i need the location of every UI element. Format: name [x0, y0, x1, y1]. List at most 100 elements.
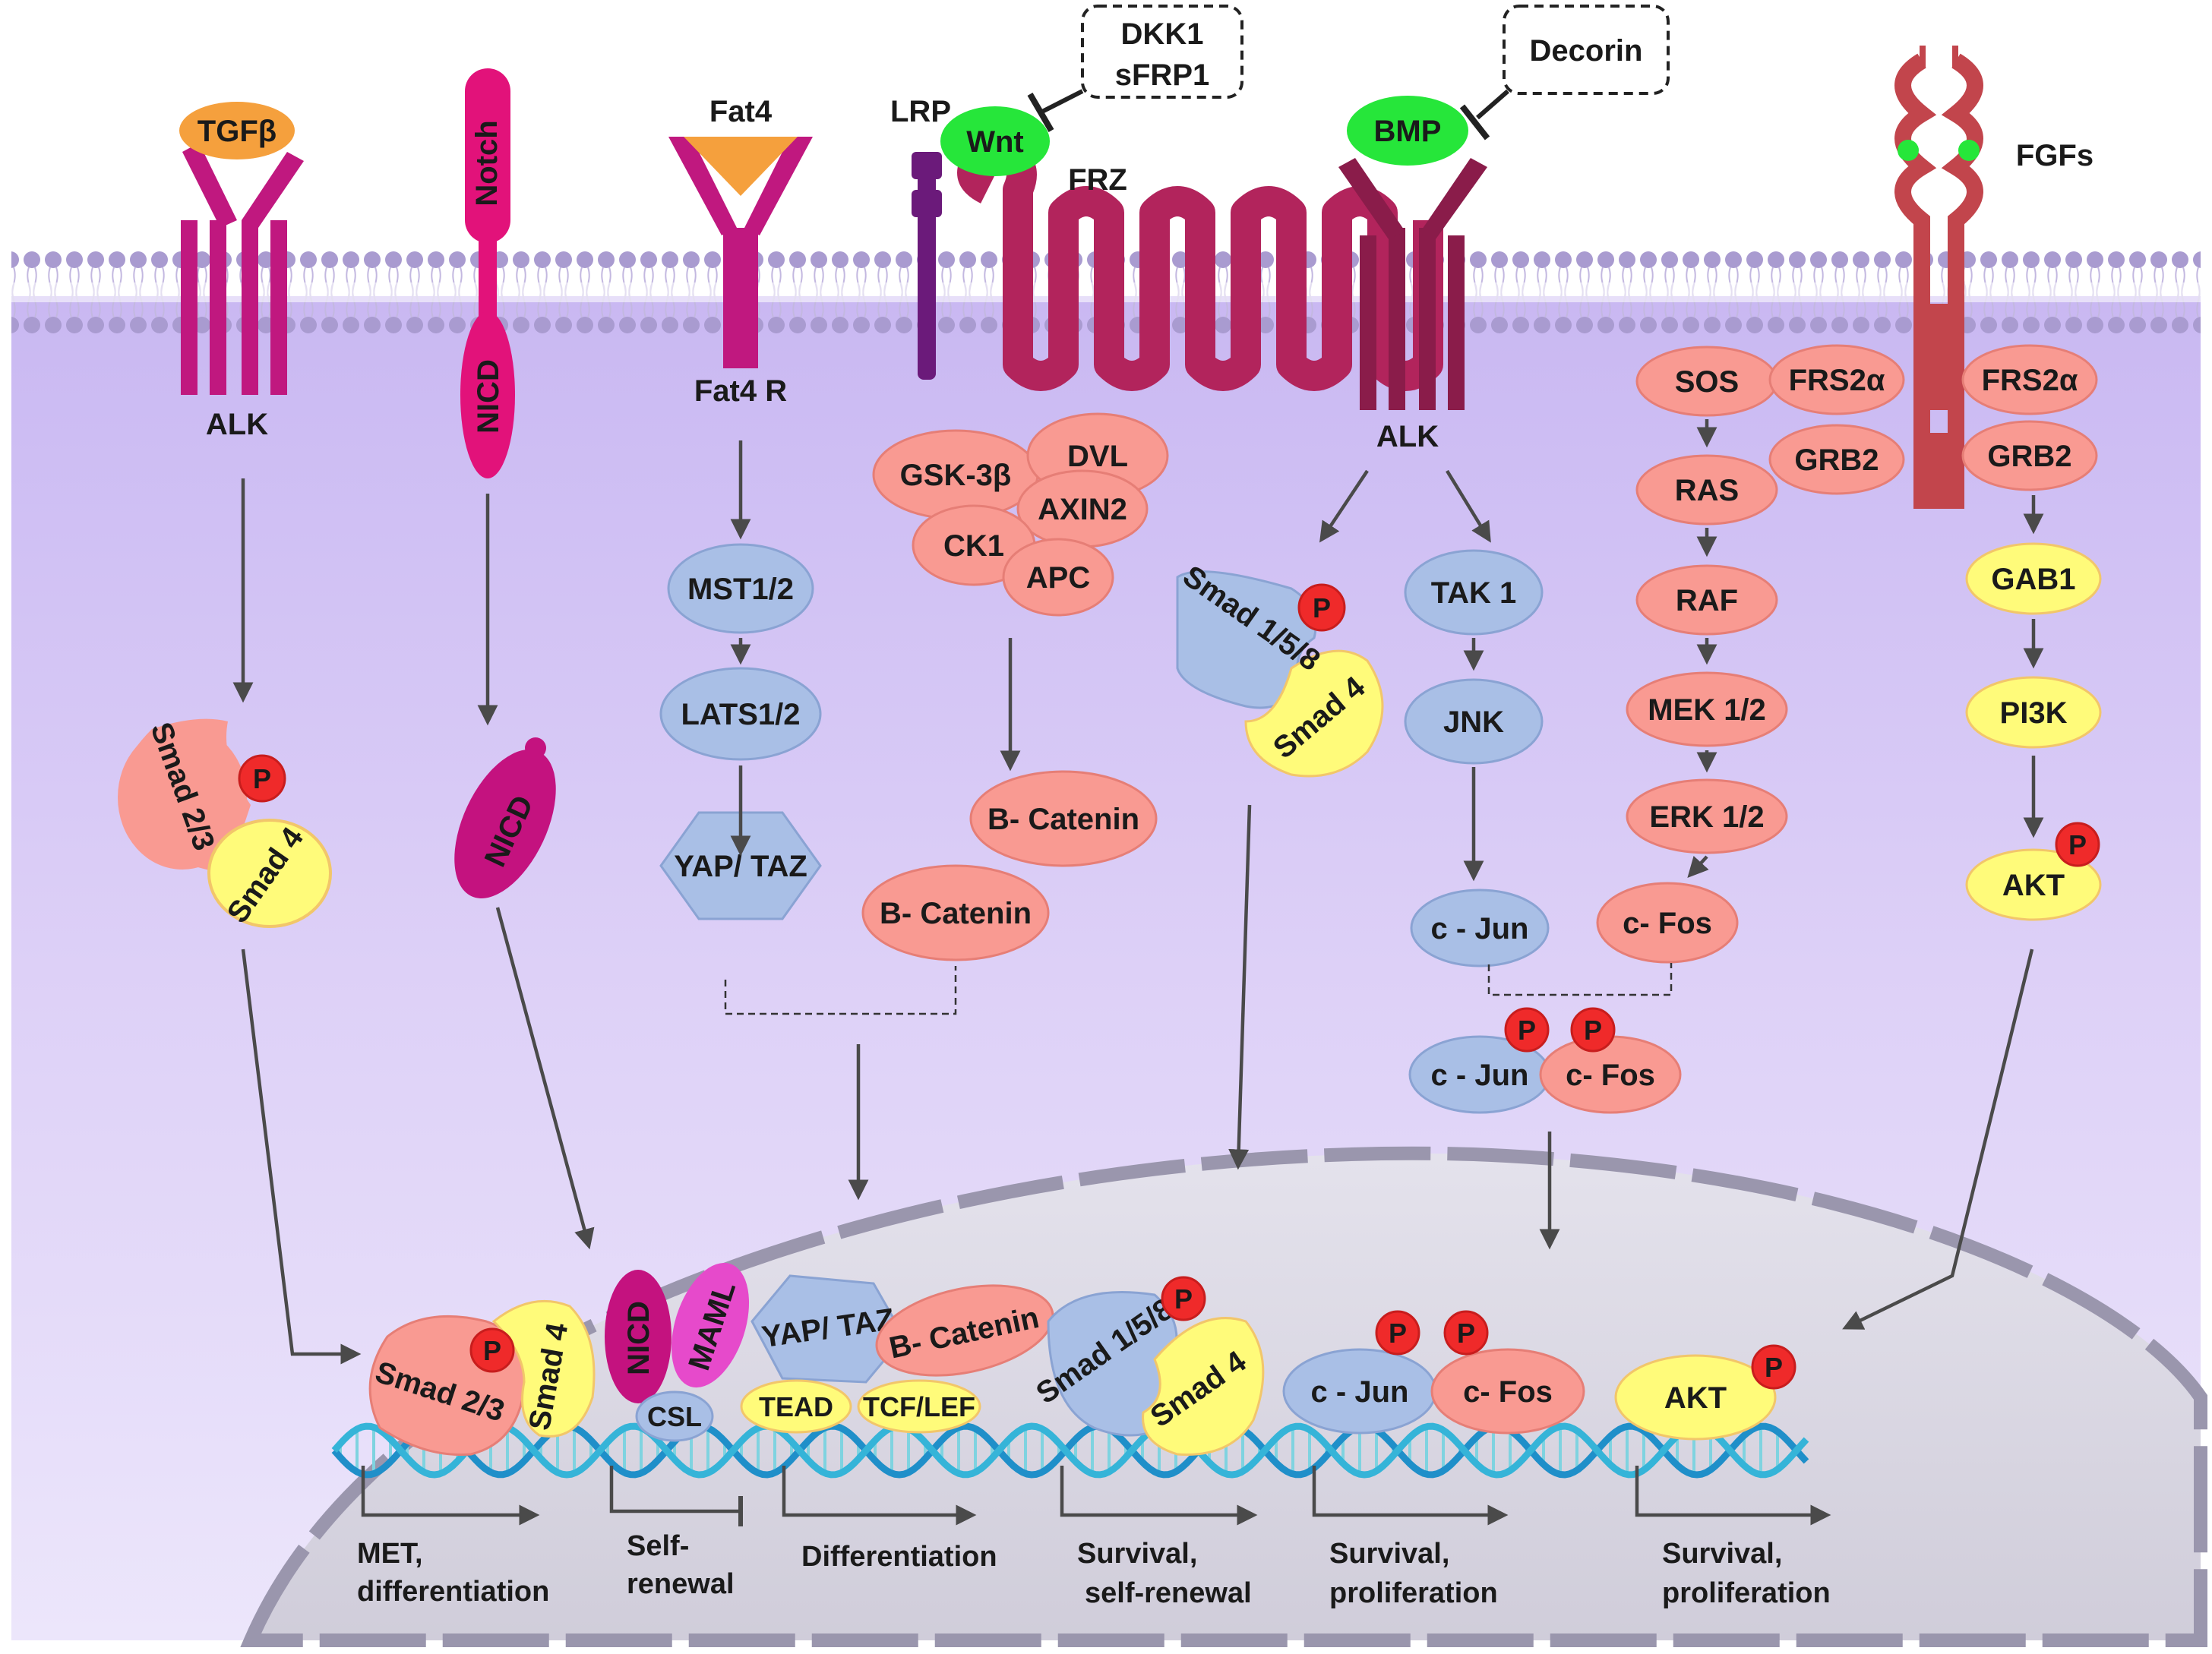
- ras-label: RAS: [1675, 474, 1739, 507]
- notch-label: Notch: [470, 120, 504, 206]
- dna-helix: [331, 1422, 1809, 1479]
- outcome-survival-1: Survival,: [1077, 1538, 1197, 1570]
- tgfb-ligand: [179, 102, 295, 159]
- notch-receptor: Notch NICD: [460, 68, 515, 478]
- destruction-complex: GSK-3β DVL AXIN2 CK1 APC B- Catenin B- C…: [861, 412, 1169, 961]
- nuclear-nicd-label: NICD: [622, 1301, 656, 1375]
- nuclear-notch-complex: NICD MAML CSL: [605, 1262, 750, 1442]
- nuclear-tcflef-label: TCF/LEF: [863, 1391, 975, 1422]
- outcome-proliferation-1: proliferation: [1329, 1577, 1498, 1609]
- nuclear-phospho-cfos: P: [1457, 1318, 1475, 1349]
- mapk-pathway: SOS RAS RAF MEK 1/2 ERK 1/2 c- Fos: [1596, 346, 1788, 964]
- mst-label: MST1/2: [687, 573, 794, 606]
- nuclear-yap-bcatenin: YAP/ TAZ B- Catenin TEAD TCF/LEF: [740, 1274, 1054, 1434]
- apc-label: APC: [1026, 561, 1090, 595]
- cfos2-label: c- Fos: [1566, 1059, 1655, 1092]
- bmp-label: BMP: [1374, 115, 1442, 148]
- pi3k-akt-pathway: GAB1 PI3K AKT P: [1965, 542, 2102, 921]
- grb2-right-label: GRB2: [1987, 440, 2071, 473]
- nuclear-csl-label: CSL: [647, 1401, 702, 1432]
- decorin-label: Decorin: [1530, 34, 1643, 68]
- nuclear-cjun-cfos: c - Jun c- Fos P P: [1282, 1310, 1585, 1435]
- smad158-smad4-complex: Smad 1/5/8 Smad 4 P: [1176, 559, 1384, 778]
- hippo-pathway: MST1/2 LATS1/2 YAP/ TAZ: [659, 543, 822, 920]
- tak1-label: TAK 1: [1431, 576, 1517, 610]
- akt-label: AKT: [2002, 869, 2065, 902]
- pathway-arrows: [232, 419, 2044, 1365]
- nicd-membrane-label: NICD: [472, 359, 505, 434]
- gsk-label: GSK-3β: [900, 459, 1012, 492]
- bmp-ligand: [1347, 96, 1468, 166]
- nuclear-smad158-smad4: Smad 1/5/8 Smad 4 P: [1030, 1276, 1265, 1456]
- nuclear-tead-label: TEAD: [759, 1391, 833, 1422]
- outcome-self-renewal: self-renewal: [1085, 1577, 1252, 1609]
- alk-label-right: ALK: [1376, 420, 1439, 453]
- nuclear-phospho-akt: P: [1765, 1352, 1783, 1383]
- erk-label: ERK 1/2: [1649, 800, 1764, 834]
- cjun-label: c - Jun: [1431, 912, 1529, 945]
- transcription-outcomes: MET, differentiation Self- renewal Diffe…: [357, 1466, 1831, 1609]
- frs2a-left-label: FRS2α: [1789, 364, 1885, 397]
- outcome-survival-3: Survival,: [1662, 1538, 1782, 1570]
- nuclear-phospho-smad158: P: [1174, 1283, 1193, 1315]
- outcome-differentiation-2: Differentiation: [801, 1541, 997, 1573]
- fat4r-label: Fat4 R: [694, 374, 787, 408]
- frs2a-right-label: FRS2α: [1982, 364, 2078, 397]
- outcome-survival-2: Survival,: [1329, 1538, 1449, 1570]
- tgfb-receptor: TGFβ ALK: [179, 102, 304, 441]
- fat4-ligand: [684, 137, 798, 196]
- nuclear-cjun-label: c - Jun: [1311, 1375, 1409, 1409]
- dkk1-label: DKK1: [1121, 17, 1204, 51]
- lats-label: LATS1/2: [681, 698, 800, 731]
- ck1-label: CK1: [943, 529, 1004, 563]
- outcome-self: Self-: [627, 1530, 689, 1562]
- wnt-label: Wnt: [966, 125, 1024, 159]
- pi3k-label: PI3K: [2000, 696, 2068, 730]
- lrp-label: LRP: [890, 95, 951, 128]
- nuclear-phospho-cjun: P: [1389, 1318, 1407, 1349]
- decorin-box: [1503, 5, 1670, 95]
- sfrp1-label: sFRP1: [1115, 58, 1210, 92]
- frs2-grb2: FRS2α GRB2 FRS2α GRB2: [1768, 344, 2098, 495]
- bcatenin1-label: B- Catenin: [988, 803, 1139, 836]
- dkk1-sfrp1-box: [1081, 5, 1243, 99]
- phospho-label: P: [253, 763, 271, 794]
- dna-strand: [331, 1422, 1809, 1479]
- gab1-label: GAB1: [1991, 563, 2075, 596]
- nuclear-cfos-label: c- Fos: [1463, 1375, 1553, 1409]
- bcatenin2-label: B- Catenin: [880, 897, 1032, 930]
- jnk-pathway: TAK 1 JNK c - Jun: [1404, 549, 1550, 967]
- phospho-label-smad158: P: [1313, 592, 1331, 623]
- nicd-cytoplasmic: NICD: [454, 737, 556, 898]
- outcome-proliferation-2: proliferation: [1662, 1577, 1831, 1609]
- phospho-label-cjun: P: [1518, 1015, 1536, 1046]
- phospho-label-akt: P: [2068, 829, 2087, 860]
- outcome-differentiation-1: differentiation: [357, 1576, 549, 1608]
- tgfb-label: TGFβ: [198, 115, 276, 148]
- fat4-label: Fat4: [709, 95, 773, 128]
- nuclear-phospho-smad: P: [483, 1335, 501, 1366]
- grb2-left-label: GRB2: [1794, 443, 1879, 477]
- raf-label: RAF: [1676, 584, 1738, 617]
- nuclear-akt-label: AKT: [1664, 1381, 1727, 1415]
- frz-label: FRZ: [1068, 163, 1127, 197]
- phospho-label-cfos: P: [1584, 1015, 1602, 1046]
- wnt-receptor-complex: LRP Wnt FRZ DKK1 sFRP1: [890, 5, 1443, 391]
- dvl-label: DVL: [1067, 440, 1128, 473]
- fgfs-label: FGFs: [2016, 139, 2094, 172]
- mek-label: MEK 1/2: [1648, 693, 1766, 727]
- outcome-renewal: renewal: [627, 1568, 735, 1600]
- jnk-label: JNK: [1443, 705, 1504, 739]
- cjun-cfos-dimer: c - Jun c- Fos P P: [1408, 1007, 1682, 1114]
- fgf-receptor: FGFs: [1894, 46, 2094, 509]
- smad23-smad4-complex: Smad 2/3 Smad 4 P: [118, 718, 332, 929]
- alk-label-left: ALK: [206, 408, 268, 441]
- sos-label: SOS: [1675, 365, 1739, 399]
- fat4-receptor: Fat4 Fat4 R: [668, 95, 813, 408]
- dna-strand: [331, 1422, 1809, 1479]
- cjun2-label: c - Jun: [1431, 1059, 1529, 1092]
- dashed-connectors: [724, 963, 1673, 1015]
- yaptaz-label: YAP/ TAZ: [674, 850, 807, 883]
- outcome-met: MET,: [357, 1538, 423, 1570]
